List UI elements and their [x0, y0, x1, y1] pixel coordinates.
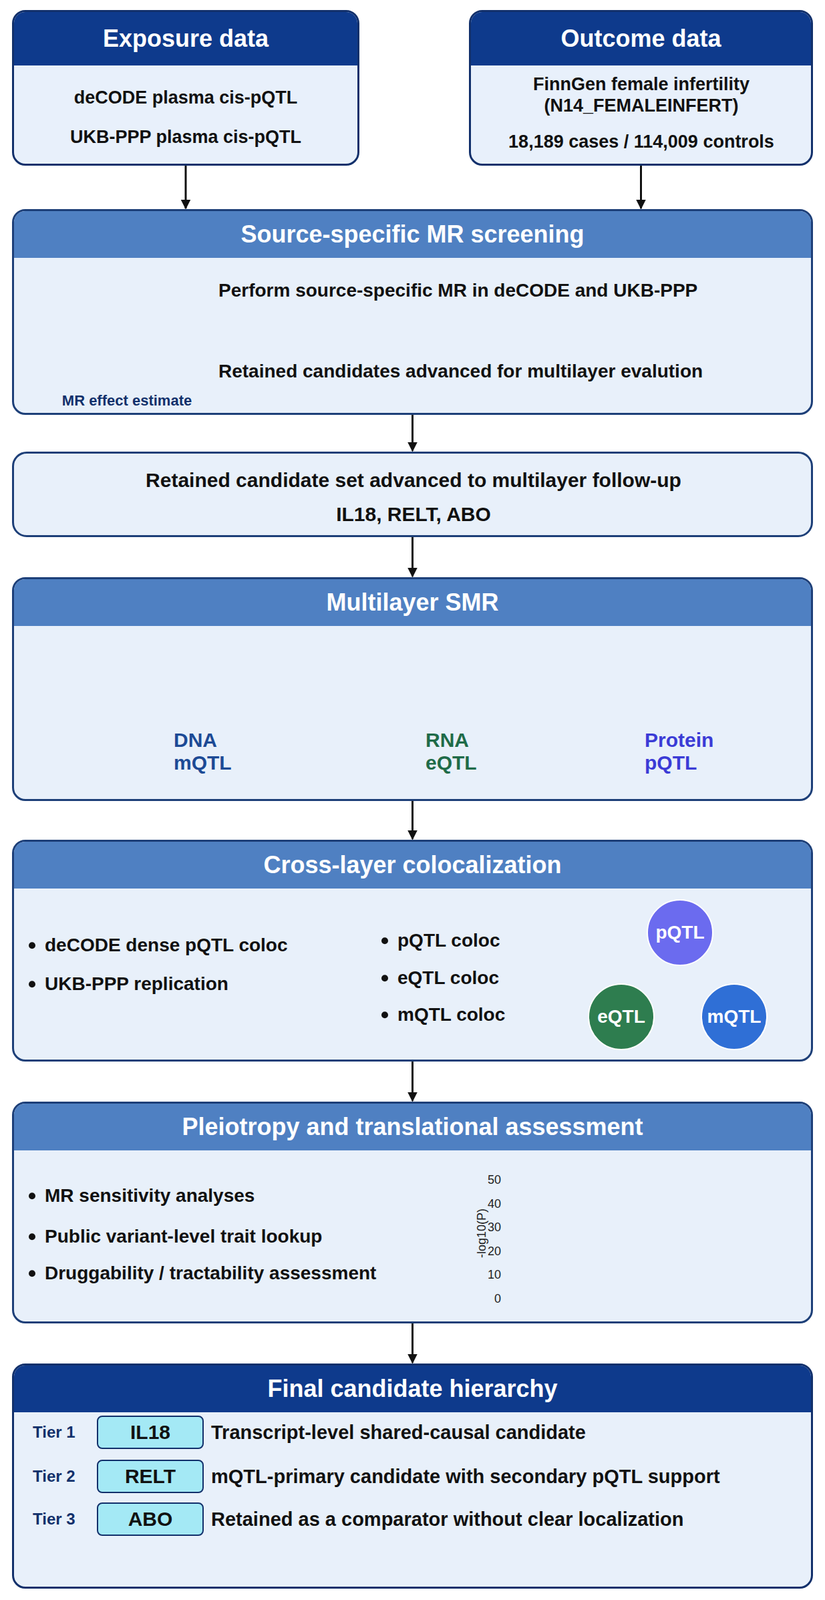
stage-panel: Source-specific MR screeningPerform sour… [12, 209, 813, 415]
bullet-item: Druggability / tractability assessment [44, 1261, 377, 1285]
tier-label: Tier 2 [32, 1466, 76, 1487]
tier-description: Transcript-level shared-causal candidate [211, 1420, 586, 1445]
tier-label: Tier 3 [32, 1509, 76, 1530]
panel-heading: Source-specific MR screening [14, 211, 811, 258]
candidate-box: Retained candidate set advanced to multi… [12, 451, 813, 538]
flow-arrow [639, 165, 642, 209]
axis-label: -log10(P) [474, 1208, 490, 1258]
tick-label: 20 [487, 1244, 502, 1260]
body-text: Retained candidate set advanced to multi… [145, 468, 682, 493]
tick-label: 40 [487, 1197, 502, 1212]
tier-description: mQTL-primary candidate with secondary pQ… [211, 1464, 721, 1489]
node-label: RELT [98, 1460, 203, 1492]
exposure-box: Exposure data deCODE plasma cis-pQTL UKB-P… [12, 10, 360, 166]
flow-arrow [185, 165, 188, 209]
layer-label: DNA mQTL [173, 728, 232, 774]
flow-arrow [411, 414, 414, 451]
tick-label: 30 [487, 1220, 502, 1236]
body-text: UKB-PPP plasma cis-pQTL [70, 126, 302, 148]
node-label: IL18 [98, 1416, 203, 1448]
bullet-item: UKB-PPP replication [44, 972, 229, 996]
node-label: pQTL [647, 900, 713, 965]
body-text: Retained candidates advanced for multila… [218, 360, 703, 383]
outcome-box: Outcome dataFinnGen female infertility (… [468, 10, 813, 166]
body-text: Perform source-specific MR in deCODE and… [218, 279, 698, 302]
bullet-item: deCODE dense pQTL coloc [44, 933, 288, 957]
stage-panel: Pleiotropy and translational assessmentM… [12, 1101, 813, 1324]
tick-label: 50 [487, 1173, 502, 1188]
body-text: FinnGen female infertility (N14_FEMALEIN… [480, 73, 802, 117]
body-text: 18,189 cases / 114,009 controls [508, 130, 775, 153]
panel-heading: Cross-layer colocalization [14, 841, 811, 889]
tier-description: Retained as a comparator without clear l… [211, 1507, 684, 1532]
stage-panel: Cross-layer colocalization deCODE dense p… [12, 839, 813, 1062]
gene-pill: ABO [96, 1502, 204, 1536]
hierarchy-panel: Final candidate hierarchyTier 1 Transcrip… [12, 1363, 813, 1589]
flow-arrow [411, 800, 414, 840]
layer-label: Protein pQTL [644, 728, 714, 774]
flow-arrow [411, 1061, 414, 1101]
bullet-item: mQTL coloc [397, 1003, 506, 1027]
tick-label: 0 [494, 1291, 502, 1307]
flow-arrow [411, 537, 414, 577]
panel-heading: Exposure data [14, 12, 358, 66]
panel-heading: Multilayer SMR [14, 579, 811, 626]
axis-label: MR effect estimate [62, 392, 192, 410]
body-text: IL18, RELT, ABO [336, 502, 491, 527]
tick-label: 10 [487, 1268, 502, 1284]
body-text: deCODE plasma cis-pQTL [74, 86, 298, 109]
node-label: mQTL [702, 984, 767, 1049]
bullet-item: pQTL coloc [397, 929, 501, 952]
tier-label: Tier 1 [32, 1422, 76, 1443]
gene-pill: IL18 [96, 1415, 204, 1449]
gene-pill: RELT [96, 1459, 204, 1494]
bullet-item: eQTL coloc [397, 966, 500, 990]
bullet-item: MR sensitivity analyses [44, 1184, 255, 1208]
layer-circle: eQTL [587, 983, 655, 1051]
node-label: eQTL [589, 984, 654, 1049]
panel-heading: Outcome data [470, 12, 811, 66]
bullet-item: Public variant-level trait lookup [44, 1225, 322, 1248]
flow-arrow [411, 1323, 414, 1363]
layer-circle: pQTL [646, 899, 714, 966]
layer-label: RNA eQTL [425, 728, 477, 774]
panel-heading: Pleiotropy and translational assessment [14, 1103, 811, 1151]
layer-circle: mQTL [700, 983, 768, 1051]
stage-panel: Multilayer SMR DNA mQTL RNA eQTL Protein pQ… [12, 577, 813, 801]
panel-heading: Final candidate hierarchy [14, 1365, 811, 1413]
node-label: ABO [98, 1503, 203, 1535]
